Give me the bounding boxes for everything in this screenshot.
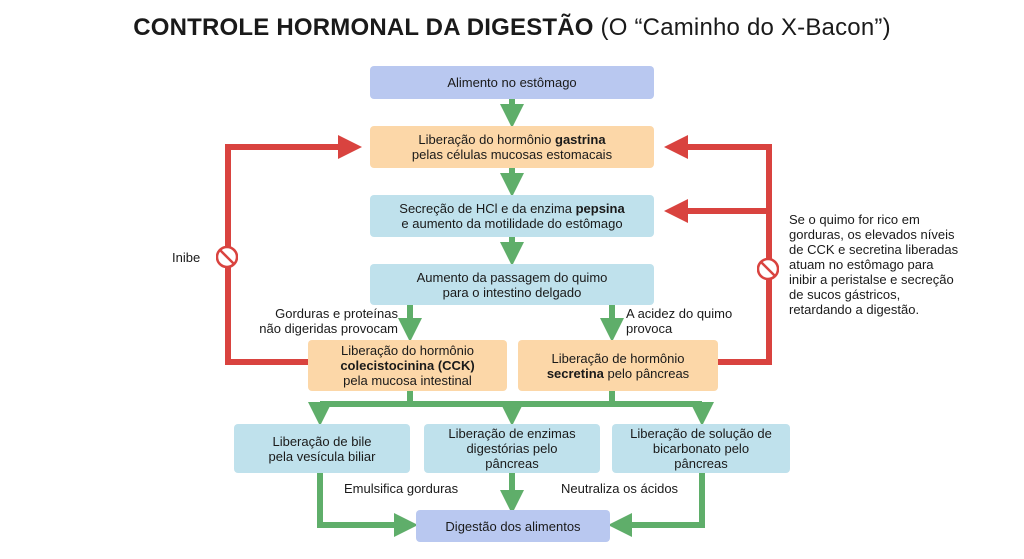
inhibit-line-right bbox=[664, 135, 772, 365]
label-neutralize: Neutraliza os ácidos bbox=[561, 481, 679, 496]
node-bicarbonate-release: Liberação de solução de bicarbonato pelo… bbox=[612, 424, 790, 473]
node-bile-release: Liberação de bile pela vesícula biliar bbox=[234, 424, 410, 473]
label-fats-proteins: Gorduras e proteínas não digeridas provo… bbox=[259, 306, 398, 336]
node-digestion: Digestão dos alimentos bbox=[416, 510, 610, 542]
node-food-in-stomach: Alimento no estômago bbox=[370, 66, 654, 99]
no-entry-icon bbox=[756, 257, 780, 281]
node-chyme-passage: Aumento da passagem do quimo para o inte… bbox=[370, 264, 654, 305]
node-hcl-pepsin: Secreção de HCl e da enzima pepsina e au… bbox=[370, 195, 654, 237]
connector-hormones-bar bbox=[320, 391, 702, 407]
title-bold: CONTROLE HORMONAL DA DIGESTÃO bbox=[133, 14, 594, 41]
node-secretin-release: Liberação de hormônio secretina pelo pân… bbox=[518, 340, 718, 391]
node-gastrin-release: Liberação do hormônio gastrina pelas cél… bbox=[370, 126, 654, 168]
label-chyme-acidity: A acidez do quimo provoca bbox=[626, 306, 733, 336]
title-subtitle: (O “Caminho do X-Bacon”) bbox=[593, 14, 891, 41]
node-enzymes-release: Liberação de enzimas digestórias pelo pâ… bbox=[424, 424, 600, 473]
label-emulsify: Emulsifica gorduras bbox=[344, 481, 459, 496]
arrow-bile-digestion bbox=[317, 473, 418, 537]
arrow-bicarb-digestion bbox=[608, 473, 705, 537]
page-title: CONTROLE HORMONAL DA DIGESTÃO (O “Caminh… bbox=[0, 14, 1024, 42]
no-entry-icon bbox=[215, 245, 239, 269]
label-inhibits: Inibe bbox=[172, 250, 201, 265]
node-cck-release: Liberação do hormônio colecistocinina (C… bbox=[308, 340, 507, 391]
note-text: Se o quimo for rico em gorduras, os elev… bbox=[789, 212, 959, 317]
